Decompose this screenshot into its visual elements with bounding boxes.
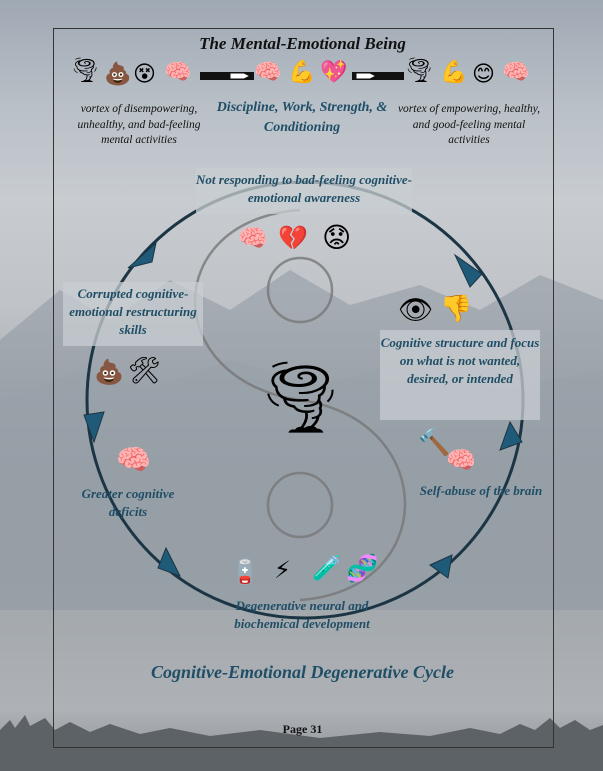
eye-icon: 👁 <box>398 293 434 326</box>
brain-icon: 🧠 <box>238 224 268 252</box>
dizzy-face-icon: 😵 <box>133 62 156 87</box>
poop-icon: 💩 <box>104 62 132 87</box>
page-title: The Mental-Emotional Being <box>199 34 406 53</box>
dna-icon: 🧬 <box>346 554 379 584</box>
page-number: Page 31 <box>282 722 323 736</box>
label-box-top <box>196 168 412 214</box>
brain-icon: 🧠 <box>502 60 530 85</box>
thumbs-down-icon: 👎 <box>440 294 473 324</box>
tools-icon: 🛠 <box>128 356 162 386</box>
discipline-caption: Discipline, Work, Strength, & Conditioni… <box>216 100 388 135</box>
stage-greater-deficits: Greater cognitive deficits <box>81 486 175 520</box>
page-frame <box>53 28 554 748</box>
sparkling-heart-icon: 💖 <box>320 60 348 85</box>
sad-face-icon: 😟 <box>322 221 352 254</box>
tornado-character-icon: 🌪 <box>256 356 345 438</box>
broken-heart-icon: 💔 <box>278 224 308 252</box>
arrow-bar-left-icon <box>200 72 254 80</box>
treeline <box>0 715 603 771</box>
stage-cognitive-structure: Cognitive structure and focus on what is… <box>380 335 540 387</box>
vortex-empowering-caption: vortex of empowering, healthy, and good-… <box>397 103 541 147</box>
flexed-biceps-icon: 💪 <box>288 60 316 85</box>
tornado-icon: 🌪 <box>70 56 101 84</box>
low-battery-icon: 🪫 <box>230 558 260 586</box>
stage-corrupted: Corrupted cognitive-emotional restructur… <box>69 286 197 338</box>
brain-icon: 🧠 <box>116 443 151 476</box>
stage-not-responding: Not responding to bad-feeling cognitive-… <box>196 172 412 206</box>
vortex-disempowering-caption: vortex of disempowering, unhealthy, and … <box>77 103 201 147</box>
stage-degenerative: Degenerative neural and biochemical deve… <box>234 598 370 632</box>
brain-icon: 🧠 <box>446 446 476 474</box>
label-box-right <box>380 330 540 420</box>
hammer-icon: 🔨 <box>418 428 451 458</box>
poop-icon: 💩 <box>94 358 124 386</box>
cycle-title: Cognitive-Emotional Degenerative Cycle <box>151 662 454 682</box>
tornado-icon: 🌪 <box>404 56 435 84</box>
brain-icon: 🧠 <box>254 60 282 85</box>
test-tube-icon: 🧪 <box>312 554 342 582</box>
smiling-face-icon: 😊 <box>472 62 495 87</box>
lightning-icon: ⚡ <box>274 556 291 584</box>
flexed-biceps-icon: 💪 <box>440 60 468 85</box>
label-box-left <box>63 282 203 346</box>
stage-self-abuse: Self-abuse of the brain <box>419 483 543 498</box>
arrow-bar-right-icon <box>352 72 404 80</box>
brain-icon: 🧠 <box>164 60 192 85</box>
